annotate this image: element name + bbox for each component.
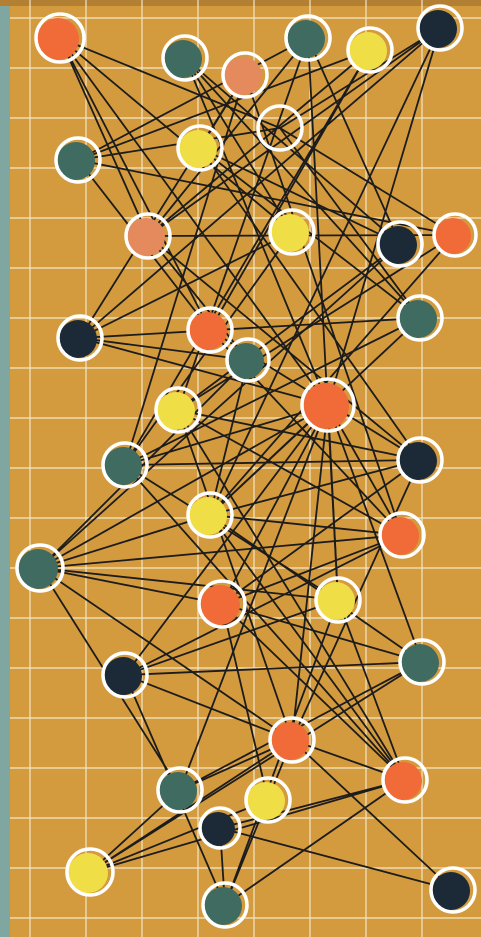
board-top-shadow bbox=[0, 0, 481, 6]
node-n29 bbox=[270, 718, 314, 762]
node-n20 bbox=[103, 443, 147, 487]
node-n16 bbox=[227, 339, 269, 381]
node-n35 bbox=[203, 883, 247, 927]
node-n18 bbox=[156, 388, 200, 432]
node-n10 bbox=[126, 214, 170, 258]
node-n8 bbox=[56, 138, 100, 182]
node-n13 bbox=[434, 214, 476, 256]
node-n12 bbox=[378, 222, 422, 266]
node-n17 bbox=[398, 296, 442, 340]
node-n4 bbox=[286, 16, 330, 60]
node-n25 bbox=[199, 581, 245, 627]
node-n26 bbox=[316, 578, 360, 622]
node-n21 bbox=[398, 438, 442, 482]
node-n19 bbox=[302, 379, 354, 431]
node-n1 bbox=[36, 14, 84, 62]
node-n22 bbox=[188, 493, 232, 537]
node-n36 bbox=[431, 868, 475, 912]
node-n34 bbox=[67, 849, 113, 895]
node-n2 bbox=[163, 36, 207, 80]
node-n14 bbox=[58, 316, 102, 360]
node-n5 bbox=[348, 28, 392, 72]
node-n28 bbox=[400, 640, 444, 684]
node-n23 bbox=[380, 513, 424, 557]
node-n27 bbox=[103, 653, 147, 697]
node-n9 bbox=[178, 126, 222, 170]
node-n32 bbox=[246, 778, 290, 822]
node-n6 bbox=[418, 6, 462, 50]
node-n15 bbox=[188, 308, 232, 352]
board-left-edge bbox=[0, 0, 10, 937]
node-n30 bbox=[383, 758, 427, 802]
node-n24 bbox=[17, 545, 63, 591]
node-n33 bbox=[200, 808, 240, 848]
node-n31 bbox=[158, 768, 202, 812]
node-n3 bbox=[223, 53, 267, 97]
node-n11 bbox=[270, 210, 314, 254]
